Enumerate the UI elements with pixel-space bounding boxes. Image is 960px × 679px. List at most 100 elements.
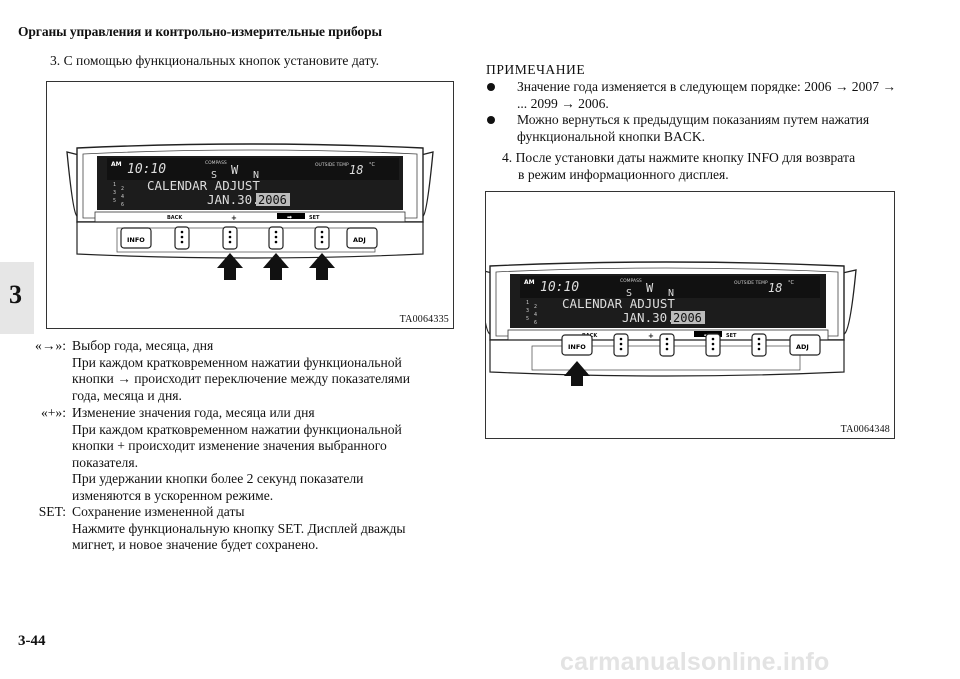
lcd-plus: + [231,214,237,222]
lcd-dir-s: S [626,288,632,299]
lcd-num-6: 6 [534,320,537,326]
lcd-year: 2006 [673,311,702,325]
lcd-time: 10:10 [540,280,579,295]
page-number: 3-44 [18,633,46,649]
adj-button[interactable] [346,227,378,249]
adj-button[interactable] [789,334,821,356]
definition-line: Изменение значения года, месяца или дня [72,405,315,420]
figure-2-id: TA0064348 [840,424,890,435]
lcd-text: AM 10:10 COMPASS S W N OUTSIDE TEMP 18 °… [524,278,795,340]
lcd-outside-temp: OUTSIDE TEMP [734,280,768,286]
lcd-set: SET [309,215,320,221]
lcd-compass-label: COMPASS [620,278,642,284]
definition-line: Нажмите функциональную кнопку SET. Диспл… [72,520,406,536]
definition-line: года, месяца и дня. [72,387,182,403]
lcd-num-4: 4 [121,194,124,200]
lcd-arrow: ➡ [287,214,292,221]
lcd-temp-unit: °C [788,280,795,286]
function-button-1[interactable] [174,226,190,250]
function-button-2[interactable] [222,226,238,250]
lcd-num-2: 2 [534,304,537,310]
lcd-am: AM [524,279,535,286]
definition-line: Сохранение измененной даты [72,504,245,519]
lcd-text: AM 10:10 COMPASS S W N OUTSIDE TEMP 18 °… [111,160,376,222]
step-4-line: в режим информационного дисплея. [518,166,729,182]
pointer-arrows [564,361,590,386]
definition-line: показателя. [72,454,138,470]
lcd-line1: CALENDAR ADJUST [147,178,260,193]
pointer-arrows [217,253,335,280]
lcd-temp: 18 [349,163,363,177]
lcd-compass-label: COMPASS [205,160,227,166]
note-line: ... 2099 → 2006. [517,95,609,111]
note-title: ПРИМЕЧАНИЕ [486,62,586,77]
function-button-3[interactable] [268,226,284,250]
function-button-4[interactable] [314,226,330,250]
function-button-1[interactable] [613,333,629,357]
definition-label: SET: [38,504,66,519]
bullet-icon [487,83,495,91]
definition-set: SET: Сохранение измененной даты Нажмите … [18,504,458,554]
info-button-label: INFO [127,236,145,244]
display-panel [66,143,434,223]
lcd-dir-s: S [211,170,217,181]
lcd-dir-w: W [646,281,654,295]
lcd-time: 10:10 [127,162,166,177]
definition-label: «→»: [35,338,66,353]
running-header: Органы управления и контрольно-измерител… [18,24,382,39]
section-tab: 3 [0,262,34,334]
lcd-num-3: 3 [113,190,116,196]
lcd-set: SET [726,333,737,339]
lcd-num-1: 1 [526,300,529,306]
definition-label: «+»: [40,405,66,420]
lcd-date: JAN.30. [622,310,675,325]
up-arrow-icon [263,253,289,280]
figure-1: AM 10:10 COMPASS S W N OUTSIDE TEMP 18 °… [46,81,454,329]
definition-line: мигнет, и новое значение будет сохранено… [72,537,319,553]
note-line: Можно вернуться к предыдущим показаниям … [517,112,870,128]
bullet-icon [487,116,495,125]
lcd-num-5: 5 [526,316,529,322]
lcd-line1: CALENDAR ADJUST [562,296,675,311]
function-button-4[interactable] [751,333,767,357]
lcd-am: AM [111,161,122,168]
lcd-num-1: 1 [113,182,116,188]
info-button[interactable] [561,334,593,356]
lcd-dir-n: N [253,170,259,181]
figure-1-id: TA0064335 [399,314,449,325]
definition-line: изменяются в ускоренном режиме. [72,487,274,503]
note-line: Значение года изменяется в следующем пор… [517,79,896,94]
figure-2-illustration: AM 10:10 COMPASS S W N OUTSIDE TEMP 18 °… [486,261,857,386]
adj-button-label: ADJ [353,236,366,244]
lcd-year: 2006 [258,193,287,207]
step-4: 4. После установки даты нажмите кнопку I… [502,150,855,183]
definition-line: При каждом кратковременном нажатии функц… [72,354,402,370]
definition-line: Выбор года, месяца, дня [72,338,214,353]
definition-arrow: «→»: Выбор года, месяца, дня При каждом … [18,338,458,405]
definition-plus: «+»: Изменение значения года, месяца или… [18,405,458,504]
lcd-year-highlight [256,193,290,206]
up-arrow-icon [564,361,590,386]
figure-2: AM 10:10 COMPASS S W N OUTSIDE TEMP 18 °… [485,191,895,439]
button-panel: INFO ADJ [76,221,424,259]
function-button-2[interactable] [659,333,675,357]
lcd-date: JAN.30. [207,192,260,207]
lcd-num-5: 5 [113,198,116,204]
button-panel: INFO ADJ [489,333,845,377]
lcd-num-2: 2 [121,186,124,192]
function-button-3[interactable] [705,333,721,357]
definition-line: кнопки → происходит переключение между п… [72,371,411,387]
lcd-temp-unit: °C [369,162,376,168]
lcd-dir-w: W [231,163,239,177]
lcd-temp: 18 [768,281,782,295]
adj-button-label: ADJ [796,343,809,351]
definitions: «→»: Выбор года, месяца, дня При каждом … [18,338,458,554]
info-button[interactable] [120,227,152,249]
figure-1-illustration: AM 10:10 COMPASS S W N OUTSIDE TEMP 18 °… [66,143,434,280]
notes: Значение года изменяется в следующем пор… [486,79,896,145]
lcd-num-6: 6 [121,202,124,208]
note-line: функциональной кнопки BACK. [517,128,706,144]
definition-line: При удержании кнопки более 2 секунд пока… [72,471,364,487]
lcd-num-4: 4 [534,312,537,318]
up-arrow-icon [309,253,335,280]
